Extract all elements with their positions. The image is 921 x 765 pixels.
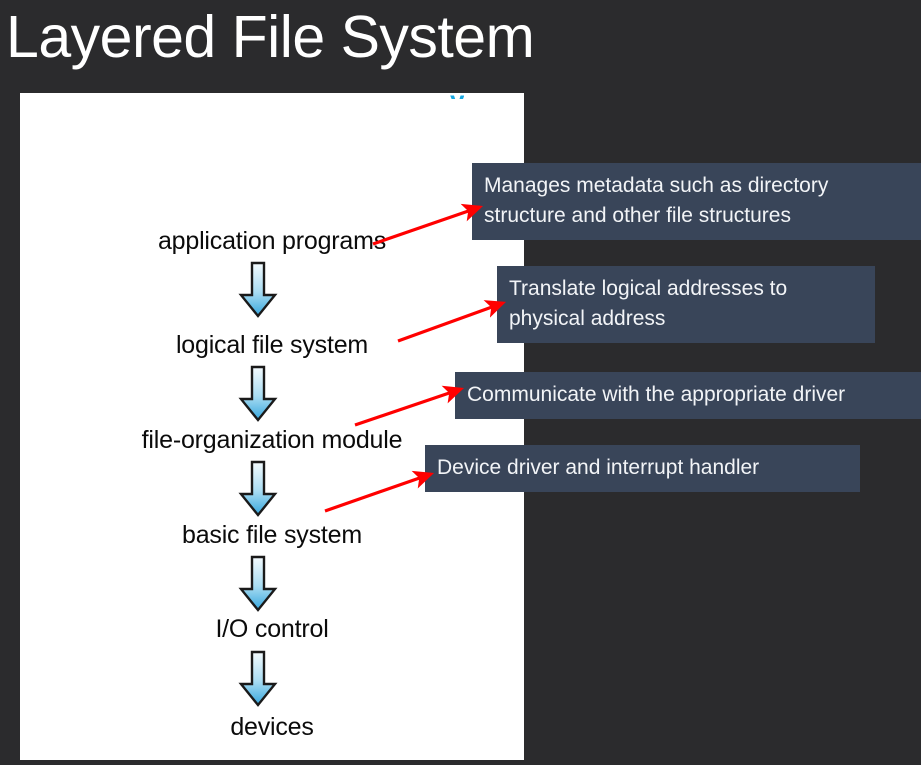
annotation-callout-translate-addresses: Translate logical addresses to physical … — [497, 266, 875, 343]
down-arrow-icon — [237, 555, 279, 613]
diagram-layer-file-organization-module: file-organization module — [141, 426, 403, 454]
annotation-callout-metadata: Manages metadata such as directory struc… — [472, 163, 921, 240]
annotation-callout-device-driver: Device driver and interrupt handler — [425, 445, 860, 492]
down-arrow-icon — [237, 650, 279, 708]
figure-panel: y application programs logical file syst… — [20, 93, 524, 760]
diagram-layer-logical-file-system: logical file system — [175, 331, 369, 359]
down-arrow-icon — [237, 365, 279, 423]
diagram-layer-application-programs: application programs — [157, 227, 387, 255]
page-title: Layered File System — [6, 4, 535, 70]
clipped-heading-fragment: y — [450, 93, 464, 99]
down-arrow-icon — [237, 261, 279, 319]
annotation-callout-communicate-driver: Communicate with the appropriate driver — [455, 372, 921, 419]
diagram-layer-basic-file-system: basic file system — [182, 521, 362, 549]
down-arrow-icon — [237, 460, 279, 518]
diagram-layer-io-control: I/O control — [215, 615, 329, 643]
diagram-layer-devices: devices — [230, 713, 314, 741]
